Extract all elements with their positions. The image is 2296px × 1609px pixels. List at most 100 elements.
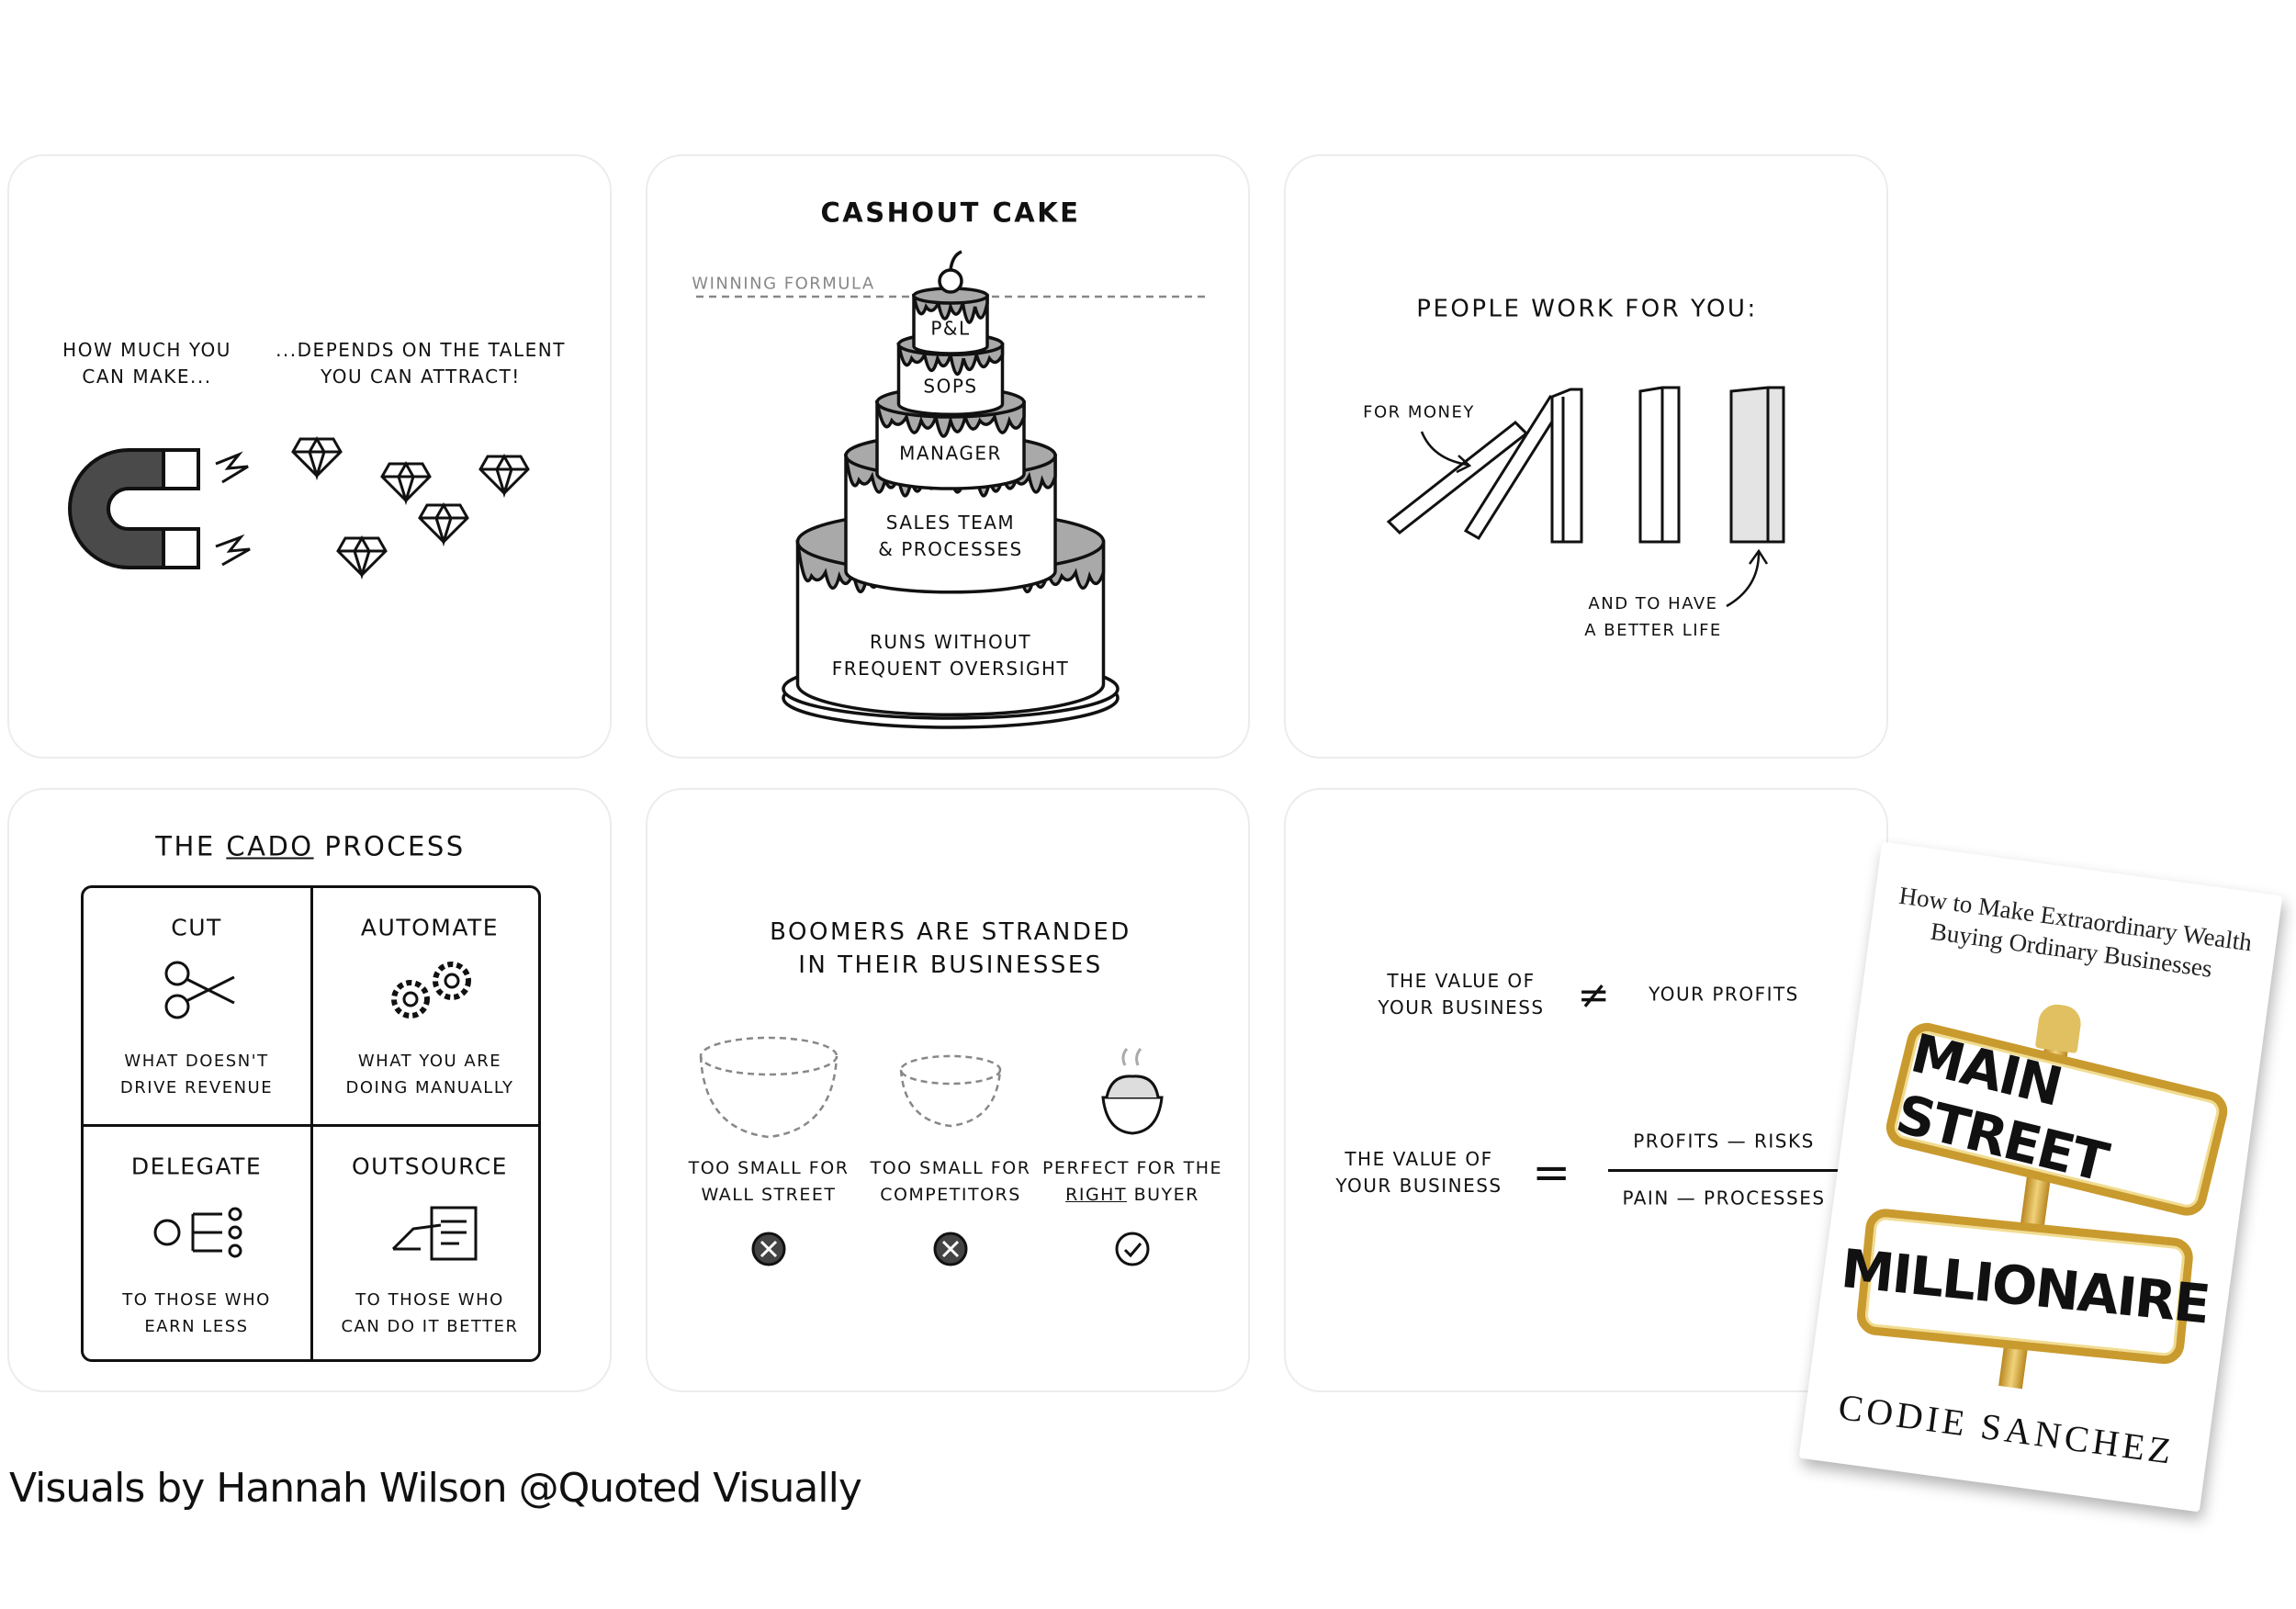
x-circle-icon <box>751 1232 786 1266</box>
for-money-label: FOR MONEY <box>1363 402 1475 422</box>
text-line: CAN MAKE... <box>82 366 212 388</box>
denominator: PAIN — PROCESSES <box>1622 1187 1826 1210</box>
text-line: SALES TEAM <box>885 512 1016 534</box>
equals-sign: = <box>1532 1145 1572 1199</box>
better-life-label: AND TO HAVE A BETTER LIFE <box>1584 591 1722 644</box>
row1-left: THE VALUE OF YOUR BUSINESS <box>1378 968 1544 1021</box>
text-line: TO THOSE WHO <box>355 1290 504 1310</box>
card-cashout-cake: CASHOUT CAKE WINNING FORMULA P&L SOPS MA… <box>646 154 1250 759</box>
depends-text: ...DEPENDS ON THE TALENT YOU CAN ATTRACT! <box>276 337 566 390</box>
people-title: PEOPLE WORK FOR YOU: <box>1416 295 1758 323</box>
text-line: PERFECT FOR THE <box>1041 1158 1223 1178</box>
row1-right: YOUR PROFITS <box>1649 983 1799 1006</box>
cell-delegate-text: TO THOSE WHO EARN LESS <box>122 1287 271 1340</box>
text-line: COMPETITORS <box>880 1185 1021 1205</box>
card-talent: HOW MUCH YOU CAN MAKE... ...DEPENDS ON TH… <box>7 154 612 759</box>
card-people-work: PEOPLE WORK FOR YOU: FOR MONEY AND TO HA… <box>1284 154 1888 759</box>
text-underlined: RIGHT <box>1065 1185 1128 1205</box>
cell-outsource-label: OUTSOURCE <box>352 1153 508 1180</box>
scissors-icon <box>164 961 235 1019</box>
numerator: PROFITS — RISKS <box>1633 1130 1815 1153</box>
sign-millionaire: MILLIONAIRE <box>1839 1207 2212 1367</box>
text-line: YOU CAN ATTRACT! <box>321 366 521 388</box>
text-line: BOOMERS ARE STRANDED <box>770 918 1131 946</box>
check-circle-icon <box>1115 1232 1150 1266</box>
food-bowl-icon <box>1101 1048 1164 1135</box>
text-line: DRIVE REVENUE <box>119 1078 274 1097</box>
text-line: A BETTER LIFE <box>1584 621 1722 640</box>
cell-automate-label: AUTOMATE <box>360 914 500 941</box>
col-competitors: TOO SMALL FOR COMPETITORS <box>871 1155 1031 1209</box>
dominoes-illustration <box>1386 386 1785 608</box>
text-line: WHAT DOESN'T <box>124 1052 269 1071</box>
divider <box>310 888 313 1359</box>
text-underlined: CADO <box>226 830 314 862</box>
tier-sales: SALES TEAM & PROCESSES <box>878 510 1022 563</box>
divider <box>84 1124 538 1127</box>
text: THE <box>155 830 227 862</box>
text-line: THE VALUE OF <box>1345 1148 1493 1170</box>
post-finial <box>2034 1002 2084 1054</box>
text: BUYER <box>1127 1185 1199 1205</box>
text-line: EARN LESS <box>144 1317 249 1336</box>
book-author: CODIE SANCHEZ <box>1836 1386 2178 1472</box>
cake-tier <box>844 454 1057 594</box>
credit-footer: Visuals by Hannah Wilson @Quoted Visuall… <box>9 1465 862 1512</box>
org-chart-icon <box>153 1207 242 1258</box>
cado-title: THE CADO PROCESS <box>155 830 466 862</box>
boomers-title: BOOMERS ARE STRANDED IN THEIR BUSINESSES <box>770 916 1131 982</box>
tier-sops: SOPS <box>923 375 978 398</box>
text-line: YOUR BUSINESS <box>1335 1175 1503 1197</box>
hand-document-icon <box>391 1206 478 1261</box>
tier-pl: P&L <box>930 317 971 340</box>
col-right-buyer: PERFECT FOR THE RIGHT BUYER <box>1042 1155 1222 1209</box>
text-line: RUNS WITHOUT <box>869 631 1032 653</box>
cell-cut-label: CUT <box>171 914 222 941</box>
tier-manager: MANAGER <box>899 442 1002 465</box>
text-line: ...DEPENDS ON THE TALENT <box>276 339 566 361</box>
cado-grid <box>81 885 541 1362</box>
cado-icons <box>153 961 478 1261</box>
text-line: IN THEIR BUSINESSES <box>798 951 1103 979</box>
text-line: TO THOSE WHO <box>122 1290 271 1310</box>
cell-delegate-label: DELEGATE <box>130 1153 263 1180</box>
cake-illustration <box>696 250 1210 729</box>
cake-tier <box>896 343 1005 417</box>
gears-icon <box>391 962 471 1018</box>
fraction-line <box>1608 1169 1847 1172</box>
large-bowl-icon <box>699 1036 838 1139</box>
text-line: YOUR BUSINESS <box>1378 996 1545 1018</box>
row2-left: THE VALUE OF YOUR BUSINESS <box>1335 1146 1502 1199</box>
cell-automate-text: WHAT YOU ARE DOING MANUALLY <box>346 1048 514 1101</box>
cake-title: CASHOUT CAKE <box>820 197 1081 229</box>
text: PROCESS <box>313 830 466 862</box>
text-line: & PROCESSES <box>878 538 1023 560</box>
how-much-text: HOW MUCH YOU CAN MAKE... <box>62 337 231 390</box>
magnet-icon <box>68 448 251 569</box>
medium-bowl-icon <box>899 1054 1002 1128</box>
text-line: TOO SMALL FOR <box>870 1158 1031 1178</box>
text-line: DOING MANUALLY <box>345 1078 514 1097</box>
not-equal-sign: ≠ <box>1577 972 1612 1018</box>
card-business-value: THE VALUE OF YOUR BUSINESS ≠ YOUR PROFITS… <box>1284 788 1888 1392</box>
x-circle-icon <box>933 1232 968 1266</box>
text-line: WHAT YOU ARE <box>357 1052 502 1071</box>
winning-formula-label: WINNING FORMULA <box>692 274 875 294</box>
text-line: AND TO HAVE <box>1588 594 1718 613</box>
text-line: FREQUENT OVERSIGHT <box>831 658 1070 680</box>
text-line: THE VALUE OF <box>1387 970 1536 992</box>
cell-outsource-text: TO THOSE WHO CAN DO IT BETTER <box>341 1287 518 1340</box>
magnet-diamonds-illustration <box>68 435 530 580</box>
text-line: RIGHT BUYER <box>1042 1182 1222 1209</box>
boomers-illustration <box>699 1036 1164 1266</box>
diamond-icons <box>291 435 530 580</box>
card-cado-process: THE CADO PROCESS CUT AUTOMATE DELEGATE O… <box>7 788 612 1392</box>
text-line: TOO SMALL FOR <box>688 1158 850 1178</box>
text-line: CAN DO IT BETTER <box>341 1317 519 1336</box>
tier-base: RUNS WITHOUT FREQUENT OVERSIGHT <box>832 629 1070 682</box>
text-line: HOW MUCH YOU <box>62 339 231 361</box>
